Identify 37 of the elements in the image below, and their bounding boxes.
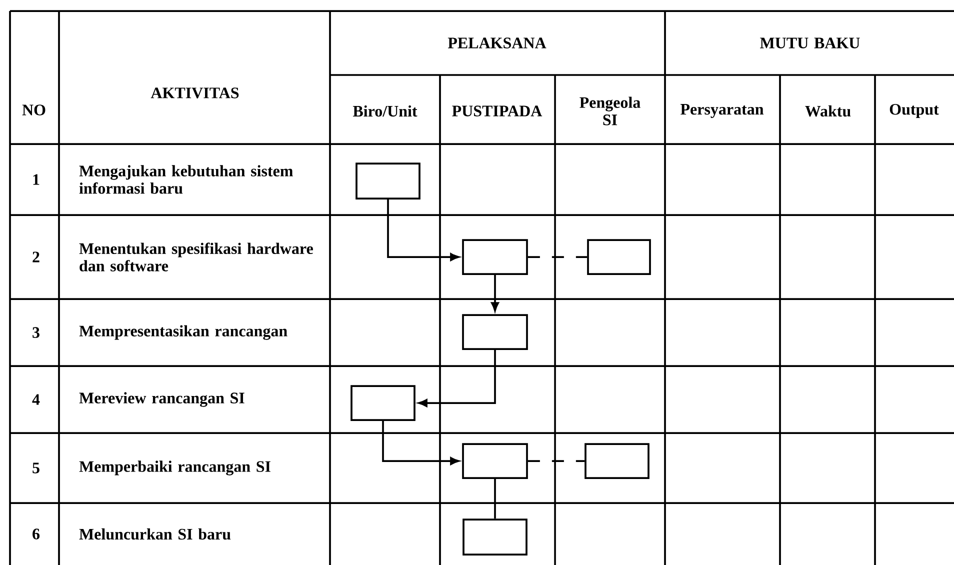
arrow	[418, 350, 496, 407]
arrow	[382, 420, 460, 465]
row-number: 3	[32, 327, 40, 338]
column-header: Persyaratan	[680, 104, 764, 118]
process-box	[584, 443, 650, 479]
activity-text: Mereview rancangan SI	[79, 392, 244, 407]
column-header: AKTIVITAS	[150, 88, 239, 98]
column-header: NO	[22, 104, 46, 116]
process-box	[462, 239, 528, 275]
activity-text: Mengajukan kebutuhan sistem informasi baru	[79, 165, 293, 194]
process-box	[462, 518, 528, 556]
column-header: Biro/Unit	[352, 105, 418, 117]
process-box	[356, 162, 420, 200]
activity-text: Menentukan spesifikasi hardware dan software	[79, 242, 313, 272]
column-header: MUTU BAKU	[760, 38, 860, 48]
dashed-line	[528, 256, 588, 258]
column-header: Waktu	[805, 105, 851, 117]
process-box	[350, 385, 416, 421]
arrow	[387, 199, 460, 261]
column-header: PELAKSANA	[448, 38, 546, 48]
dashed-line	[528, 460, 585, 462]
process-box	[462, 314, 528, 350]
process-box	[462, 443, 528, 479]
activity-text: Memperbaiki rancangan SI	[79, 460, 270, 476]
row-number: 6	[32, 528, 40, 540]
column-header: PUSTIPADA	[452, 106, 542, 116]
activity-text: Meluncurkan SI baru	[79, 528, 231, 540]
row-number: 2	[32, 252, 40, 262]
column-header: Pengeola SI	[580, 96, 640, 126]
column-header: Output	[890, 104, 939, 118]
row-number: 5	[32, 462, 40, 474]
arrow	[491, 274, 499, 312]
connector-line	[494, 478, 496, 519]
process-box	[587, 239, 651, 275]
activity-text: Mempresentasikan rancangan	[79, 325, 288, 340]
row-number: 1	[33, 174, 40, 185]
row-number: 4	[32, 394, 40, 405]
